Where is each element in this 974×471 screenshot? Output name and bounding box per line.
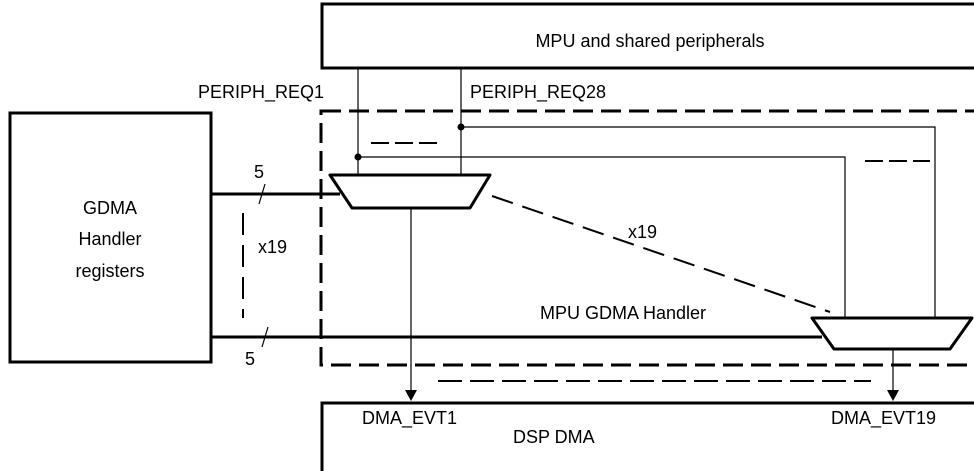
periph-req28-label: PERIPH_REQ28 bbox=[470, 82, 606, 103]
replication-dash-diagonal bbox=[491, 195, 831, 313]
mux-1 bbox=[328, 173, 492, 210]
dsp-dma-label: DSP DMA bbox=[513, 427, 595, 447]
dma-evt19-label: DMA_EVT19 bbox=[831, 408, 936, 429]
bus-width-slash-bottom bbox=[261, 326, 269, 348]
mpu-gdma-handler-label: MPU GDMA Handler bbox=[540, 303, 706, 323]
periph-req1-route bbox=[358, 156, 846, 318]
gdma-registers-label-line2: Handler bbox=[78, 229, 141, 249]
dma-evt19-arrow bbox=[887, 390, 899, 401]
dma-evt1-label: DMA_EVT1 bbox=[362, 408, 457, 429]
junction-dot-req28 bbox=[457, 123, 465, 131]
mpu-peripherals-block bbox=[320, 2, 974, 70]
replication-label-vertical: x19 bbox=[258, 237, 287, 257]
periph-req1-label: PERIPH_REQ1 bbox=[198, 82, 324, 103]
mpu-peripherals-label: MPU and shared peripherals bbox=[535, 31, 764, 51]
junction-dot-req1 bbox=[354, 153, 362, 161]
bus-width-label-top: 5 bbox=[254, 162, 264, 182]
mpu-gdma-handler-region bbox=[319, 109, 974, 367]
bus-width-label-bottom: 5 bbox=[245, 349, 255, 369]
gdma-registers-label-line3: registers bbox=[75, 261, 144, 281]
mux-19 bbox=[810, 316, 974, 351]
replication-label-diagonal: x19 bbox=[628, 222, 657, 242]
dma-evt1-arrow bbox=[405, 390, 417, 401]
bus-width-slash-top bbox=[258, 183, 266, 205]
gdma-registers-block bbox=[8, 111, 213, 364]
dsp-dma-block bbox=[320, 401, 974, 471]
gdma-registers-label-line1: GDMA bbox=[83, 198, 137, 218]
periph-req28-route bbox=[461, 126, 936, 318]
